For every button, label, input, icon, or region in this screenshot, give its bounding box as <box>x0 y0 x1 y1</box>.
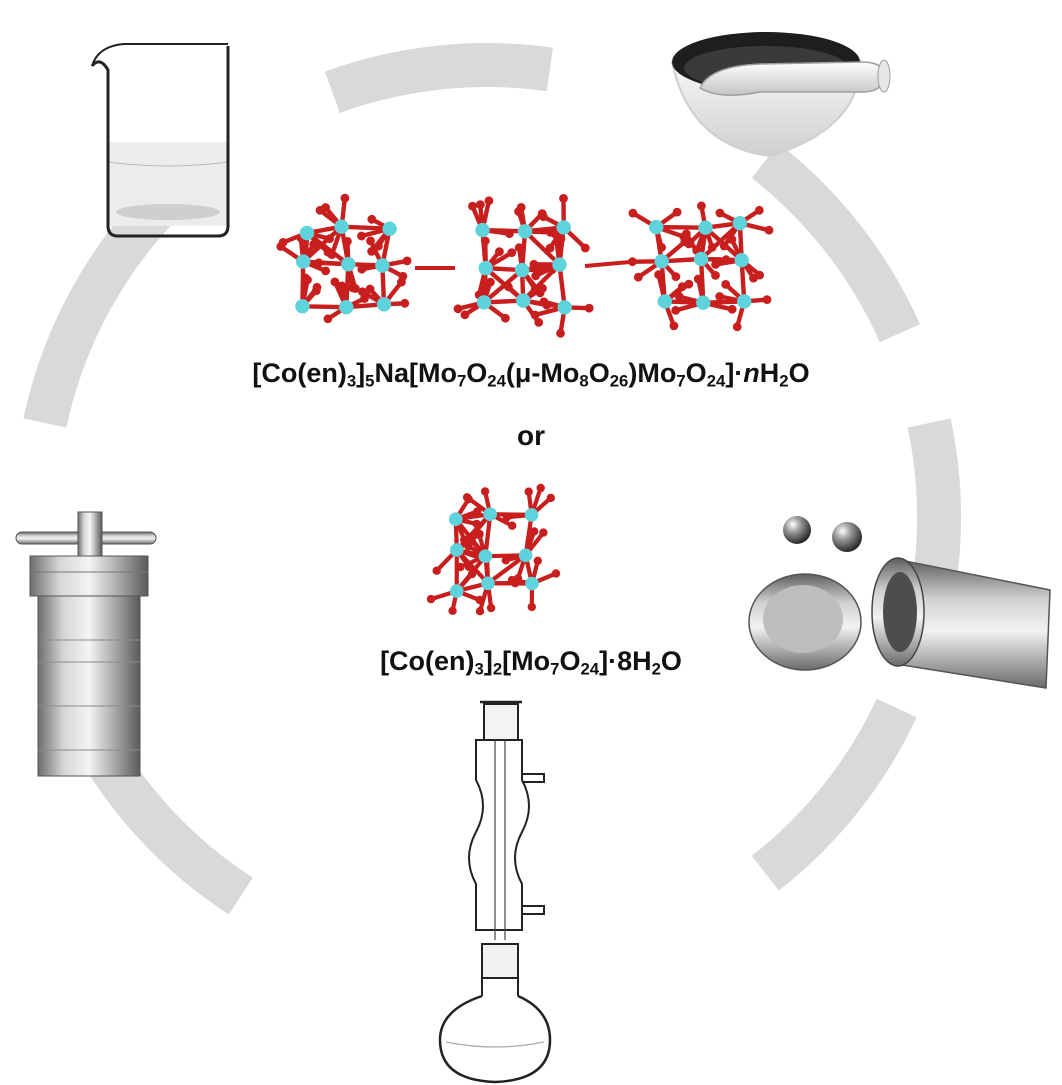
cycle-ring-segment <box>85 744 253 915</box>
beaker-icon <box>90 43 230 238</box>
cycle-ring-segment <box>324 43 553 114</box>
formula-heptamolybdate: [Co(en)3]2[Mo7O24]·8H2O <box>380 646 682 679</box>
polyoxomolybdate-cluster <box>453 194 594 338</box>
cycle-ring-segment <box>751 143 920 343</box>
formula-chain-compound: [Co(en)3]5Na[Mo7O24(μ-Mo8O26)Mo7O24]·nH2… <box>252 358 810 391</box>
connector-text: or <box>517 420 545 451</box>
reflux-condenser-icon <box>438 700 552 1084</box>
polyoxomolybdate-cluster <box>276 193 412 324</box>
mortar-pestle-icon <box>670 32 891 158</box>
cluster-linker-bond <box>584 260 631 268</box>
molecule-layer <box>276 193 774 616</box>
polyoxomolybdate-cluster <box>426 483 561 616</box>
polyoxomolybdate-cluster <box>628 201 774 332</box>
cycle-ring <box>23 43 961 915</box>
cycle-ring-segment <box>751 698 917 891</box>
autoclave-icon <box>15 511 157 777</box>
ball-mill-jar-icon <box>748 516 1051 689</box>
